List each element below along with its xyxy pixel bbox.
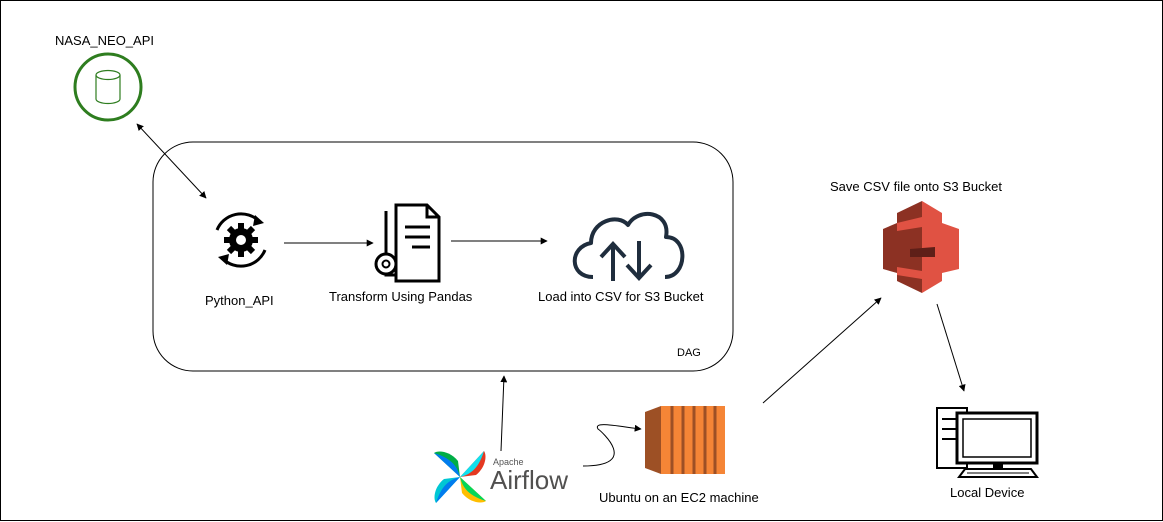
- cloud-upload-download-icon: [572, 212, 685, 281]
- edge-nasa-python: [136, 123, 207, 199]
- s3-bucket-label: Save CSV file onto S3 Bucket: [830, 179, 1002, 194]
- airflow-pinwheel-icon: [434, 451, 486, 503]
- airflow-brand-text: Apache: [493, 457, 524, 467]
- desktop-computer-icon: [936, 407, 1039, 478]
- edge-airflow-dag: [500, 375, 508, 452]
- aws-ec2-icon: [645, 406, 725, 474]
- edge-ec2-s3: [762, 297, 882, 404]
- edge-airflow-ec2: [582, 424, 642, 467]
- dag-container: [152, 141, 734, 372]
- load-csv-label: Load into CSV for S3 Bucket: [538, 289, 704, 304]
- python-api-label: Python_API: [205, 293, 274, 308]
- airflow-name-text: Airflow: [490, 465, 569, 495]
- dag-label: DAG: [677, 347, 701, 359]
- nasa-api-label: NASA_NEO_API: [55, 33, 154, 48]
- local-device-label: Local Device: [950, 485, 1025, 500]
- transform-label: Transform Using Pandas: [329, 289, 473, 304]
- document-gear-icon: [374, 203, 441, 283]
- gear-sync-icon: [215, 212, 267, 268]
- ec2-label: Ubuntu on an EC2 machine: [599, 490, 759, 505]
- edge-s3-local: [936, 303, 966, 392]
- aws-s3-icon: [883, 201, 959, 293]
- database-icon: [73, 52, 143, 122]
